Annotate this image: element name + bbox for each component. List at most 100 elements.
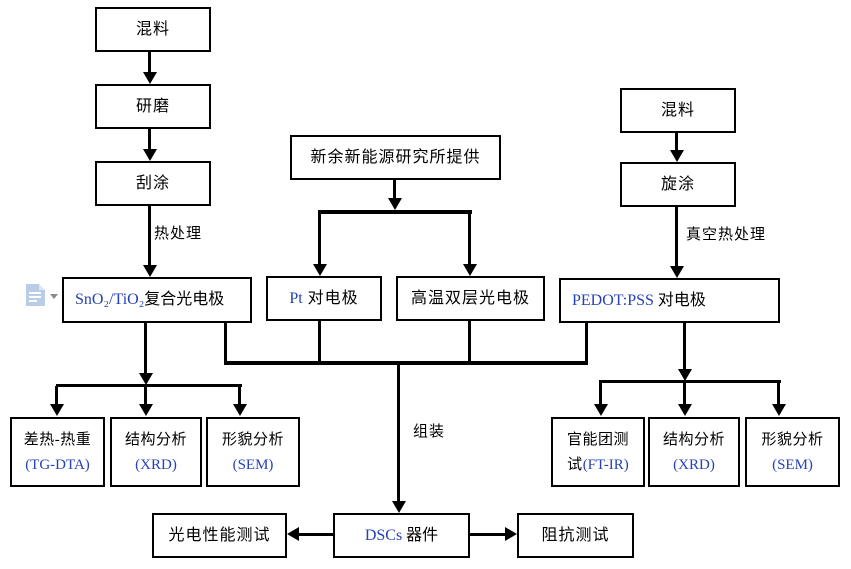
arrowhead-down <box>143 265 157 277</box>
node-label-latin: (XRD) <box>135 456 177 473</box>
arrowhead-left <box>287 527 299 541</box>
arrowhead-right <box>505 527 517 541</box>
edge-label-vacuum-heat-treatment: 真空热处理 <box>686 227 767 243</box>
connector-line <box>468 321 471 362</box>
node-ftir: 官能团测 试(FT-IR) <box>551 417 645 487</box>
node-label: 刮涂 <box>135 174 170 192</box>
node-label: 研磨 <box>135 97 170 115</box>
node-xrd-left: 结构分析 (XRD) <box>110 417 202 487</box>
node-high-temp-electrode: 高温双层光电极 <box>396 276 545 321</box>
node-photoelectric-test: 光电性能测试 <box>152 513 287 558</box>
connector-line <box>585 323 588 363</box>
arrowhead-down <box>678 369 692 381</box>
node-label-latin: (SEM) <box>232 456 274 473</box>
arrowhead-down <box>50 404 64 416</box>
node-spin-coat: 旋涂 <box>620 162 736 207</box>
connector-line <box>675 133 678 151</box>
arrowhead-down <box>594 404 608 416</box>
node-label: 结构分析 <box>124 431 187 448</box>
node-label: 高温双层光电极 <box>410 289 530 307</box>
connector-line <box>299 533 333 536</box>
node-label: 结构分析 <box>662 431 725 448</box>
arrowhead-down <box>139 373 153 385</box>
arrowhead-down <box>670 150 684 162</box>
node-label: 形貌分析 <box>221 431 284 448</box>
node-label: 差热-热重 <box>23 431 92 448</box>
node-label-latin: PEDOT:PSS <box>572 291 654 309</box>
connector-line <box>148 52 151 74</box>
connector-line <box>683 382 686 405</box>
connector-line <box>318 210 472 214</box>
connector-line <box>55 386 58 405</box>
node-label: 阻抗测试 <box>541 526 610 544</box>
node-dscs-device: DSCs 器件 <box>333 513 470 558</box>
node-label: 旋涂 <box>660 175 695 193</box>
node-label: 新余新能源研究所提供 <box>310 148 481 166</box>
assembly-bus-line <box>224 361 588 365</box>
connector-line <box>599 380 781 383</box>
node-blade-coat: 刮涂 <box>95 161 211 206</box>
node-mix-right: 混料 <box>620 88 736 133</box>
connector-line <box>56 384 242 387</box>
edge-label-assembly: 组装 <box>413 424 446 440</box>
node-label: 试(FT-IR) <box>567 456 629 473</box>
arrowhead-down <box>463 264 477 276</box>
connector-line <box>318 213 321 265</box>
node-label-latin: SnO₂/TiO₂ <box>75 291 145 309</box>
connector-line <box>148 206 151 267</box>
arrowhead-down <box>233 404 247 416</box>
node-label: 混料 <box>660 101 695 119</box>
chevron-down-icon[interactable] <box>50 293 58 299</box>
connector-line <box>318 321 321 362</box>
arrowhead-down <box>139 404 153 416</box>
node-label-latin: (XRD) <box>673 456 715 473</box>
arrowhead-down <box>670 266 684 278</box>
connector-line <box>468 213 471 265</box>
connector-line <box>675 207 678 267</box>
arrowhead-down <box>388 198 402 210</box>
connector-line <box>397 364 400 502</box>
node-label: 光电性能测试 <box>168 526 271 544</box>
node-sem-right: 形貌分析 (SEM) <box>745 417 840 487</box>
node-label-latin: (SEM) <box>772 456 813 473</box>
arrowhead-down <box>313 264 327 276</box>
connector-line <box>144 322 147 375</box>
node-label: 混料 <box>135 20 170 38</box>
arrowhead-down <box>143 149 157 161</box>
connector-line <box>599 382 602 405</box>
node-pedot-electrode: PEDOT:PSS 对电极 <box>559 278 780 323</box>
connector-line <box>777 382 780 405</box>
connector-line <box>144 386 147 405</box>
document-annotation-icon <box>26 284 45 306</box>
node-pt-electrode: Pt 对电极 <box>266 276 382 321</box>
arrowhead-down <box>143 72 157 84</box>
margin-annotation-button[interactable] <box>25 281 63 309</box>
connector-line <box>224 322 227 363</box>
edge-label-heat-treatment: 热处理 <box>154 226 203 242</box>
arrowhead-down <box>772 404 786 416</box>
node-xrd-right: 结构分析 (XRD) <box>648 417 740 487</box>
node-label-latin: (TG-DTA) <box>25 456 90 473</box>
node-label: 对电极 <box>653 291 706 309</box>
node-label-latin: DSCs <box>364 526 403 544</box>
node-mix-left: 混料 <box>95 7 211 52</box>
node-label: 复合光电极 <box>144 291 225 309</box>
connector-line <box>683 323 686 371</box>
arrowhead-down <box>392 501 406 513</box>
node-tg-dta: 差热-热重 (TG-DTA) <box>10 417 105 487</box>
node-label: 对电极 <box>302 289 359 307</box>
node-sem-left: 形貌分析 (SEM) <box>206 417 300 487</box>
node-grind: 研磨 <box>95 84 211 129</box>
node-label: 官能团测 <box>566 431 629 448</box>
connector-line <box>148 129 151 151</box>
node-institute: 新余新能源研究所提供 <box>290 135 501 180</box>
arrowhead-down <box>678 404 692 416</box>
connector-line <box>238 386 241 405</box>
connector-line <box>393 179 396 199</box>
node-label: 器件 <box>402 526 439 544</box>
connector-line <box>470 533 505 536</box>
node-impedance-test: 阻抗测试 <box>517 513 634 558</box>
node-label-latin: Pt <box>289 289 303 307</box>
